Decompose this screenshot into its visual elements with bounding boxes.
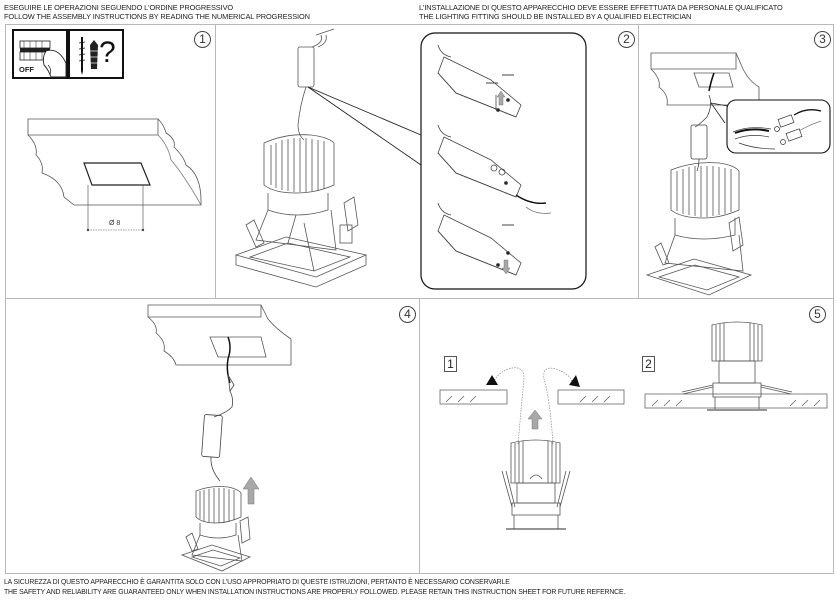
driver-detail-1 xyxy=(437,44,522,118)
ceiling-board-installed xyxy=(644,393,828,409)
header-left: ESEGUIRE LE OPERAZIONI SEGUENDO L'ORDINE… xyxy=(4,3,310,21)
substep-label-1: 1 xyxy=(444,356,457,372)
step-number-2: 2 xyxy=(618,31,635,48)
up-arrow-icon xyxy=(496,90,506,106)
hole-diameter-label: Ø 8 xyxy=(109,220,121,227)
step-3-panel: 3 xyxy=(638,24,834,299)
step-number-5: 5 xyxy=(809,306,826,323)
downlight-fixture xyxy=(234,134,368,288)
clip-arrow-right-icon xyxy=(569,375,580,387)
driver-detail-3 xyxy=(437,202,522,276)
step-3-illustration xyxy=(645,52,831,296)
clip-arrow-left-icon xyxy=(486,375,498,385)
step-2-panel: 2 xyxy=(215,24,639,299)
driver-detail-2 xyxy=(437,124,552,214)
up-arrow-icon xyxy=(242,476,260,505)
footer: LA SICUREZZA DI QUESTO APPARECCHIO È GAR… xyxy=(4,578,625,598)
step-4-illustration xyxy=(147,304,292,572)
step-number-3: 3 xyxy=(814,31,831,48)
step-5-illustration xyxy=(439,321,828,530)
header-right: L'INSTALLAZIONE DI QUESTO APPARECCHIO DE… xyxy=(419,3,783,21)
ceiling-board-right xyxy=(557,389,625,405)
up-arrow-icon xyxy=(527,409,543,430)
header-left-italian: ESEGUIRE LE OPERAZIONI SEGUENDO L'ORDINE… xyxy=(4,3,234,12)
ceiling-board-left xyxy=(439,389,508,405)
downlight-fixture xyxy=(645,162,753,296)
step-2-illustration xyxy=(234,28,587,290)
step-number-4: 4 xyxy=(399,306,416,323)
dimension-line xyxy=(86,185,145,232)
down-arrow-icon xyxy=(501,259,511,275)
spring-clip-path xyxy=(493,367,573,445)
downlight-installed xyxy=(681,321,793,411)
step-5-panel: 5 1 2 xyxy=(419,298,834,574)
step-number-1: 1 xyxy=(194,31,211,48)
terminal-block-detail xyxy=(732,109,822,150)
ceiling-slab-drawing xyxy=(27,118,202,206)
ceiling-slab-drawing xyxy=(147,304,292,366)
ceiling-slab-drawing xyxy=(650,52,760,106)
screw-and-plug-question-icon xyxy=(68,29,124,79)
off-label: OFF xyxy=(19,65,34,74)
question-mark: ? xyxy=(99,36,116,69)
footer-italian: LA SICUREZZA DI QUESTO APPARECCHIO È GAR… xyxy=(4,579,510,586)
cutout-hole xyxy=(83,162,151,186)
power-off-switch-icon xyxy=(12,29,68,79)
step-1-illustration xyxy=(12,29,202,232)
downlight-side-view xyxy=(501,439,571,530)
header-right-english: THE LIGHTING FITTING SHOULD BE INSTALLED… xyxy=(419,12,692,21)
driver-hanging xyxy=(297,28,335,141)
step-1-panel: 1 xyxy=(5,24,216,299)
detail-callout-box xyxy=(420,32,587,290)
header-left-english: FOLLOW THE ASSEMBLY INSTRUCTIONS BY READ… xyxy=(4,12,310,21)
substep-label-2: 2 xyxy=(642,356,655,372)
step-4-panel: 4 xyxy=(5,298,420,574)
downlight-fixture xyxy=(180,486,252,572)
header-right-italian: L'INSTALLAZIONE DI QUESTO APPARECCHIO DE… xyxy=(419,3,783,12)
footer-english: THE SAFETY AND RELIABILITY ARE GUARANTEE… xyxy=(4,589,626,596)
wiring-detail-callout xyxy=(726,99,831,154)
